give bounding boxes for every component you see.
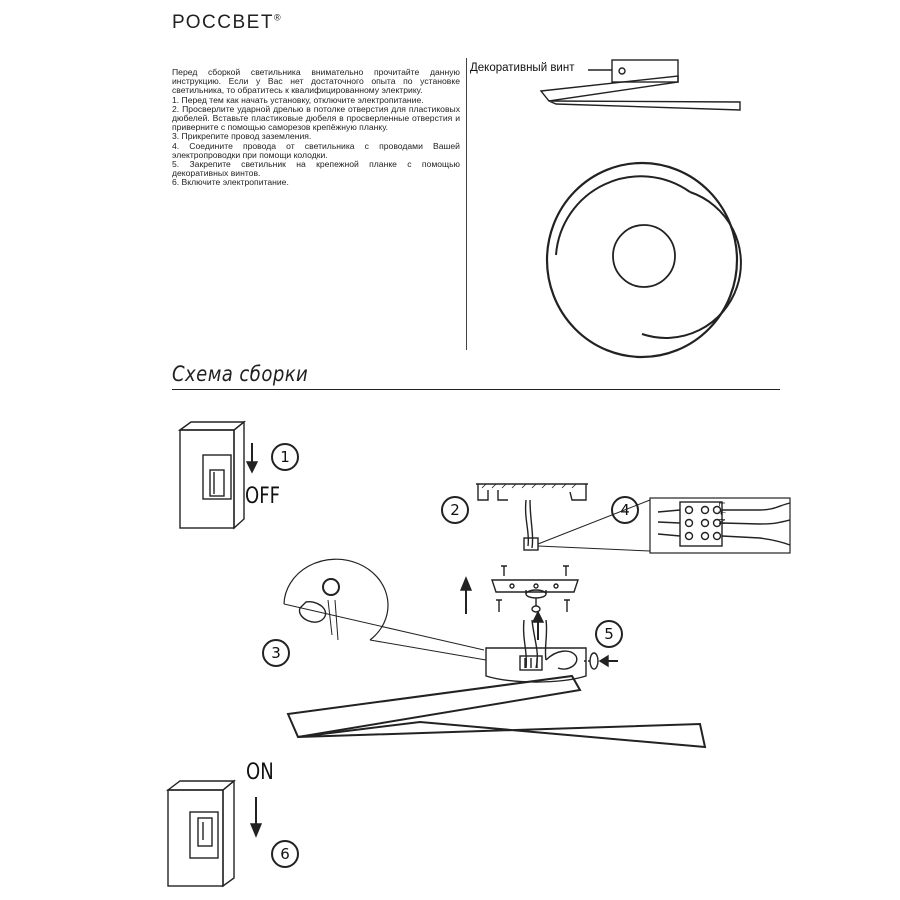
- step-number-1: 1: [271, 443, 299, 471]
- step-number-6: 6: [271, 840, 299, 868]
- lamp-side-view-drawing: [539, 59, 741, 111]
- step-number-2: 2: [441, 496, 469, 524]
- brand-name: РОССВЕТ: [172, 12, 274, 33]
- instruction-step-3: 3. Прикрепите провод заземления.: [172, 131, 312, 142]
- lamp-canopy-drawing: [485, 619, 587, 683]
- brand-logo: РОССВЕТ®: [172, 12, 281, 34]
- registered-mark: ®: [273, 12, 281, 23]
- arrow-left-screw-icon: [598, 654, 618, 668]
- instruction-step-5: 5. Закрепите светильник на крепежной пла…: [172, 159, 460, 179]
- lamp-front-view-drawing: [545, 161, 742, 359]
- terminal-block-callout: [537, 497, 791, 554]
- terminal-labels: L ⏚ N: [715, 502, 728, 524]
- ground-screw-callout: [283, 558, 487, 661]
- mounting-plate-drawing: [491, 565, 579, 613]
- lamp-bar-drawing: [286, 674, 707, 749]
- arrow-up-left-icon: [459, 576, 473, 614]
- instructions-block: Перед сборкой светильника внимательно пр…: [172, 67, 460, 188]
- step-number-5: 5: [595, 620, 623, 648]
- column-divider: [466, 58, 467, 350]
- off-label: OFF: [245, 484, 280, 509]
- wall-switch-off-drawing: [177, 420, 246, 530]
- instructions-intro: Перед сборкой светильника внимательно пр…: [172, 67, 460, 96]
- assembly-section-title: Схема сборки: [172, 362, 309, 386]
- instruction-step-2: 2. Просверлите ударной дрелью в потолке …: [172, 103, 460, 133]
- arrow-down-off-icon: [245, 443, 259, 474]
- arrow-up-center-icon: [531, 610, 545, 640]
- decorative-screw-label: Декоративный винт: [470, 62, 575, 74]
- step-number-3: 3: [262, 639, 290, 667]
- decorative-screw-drawing: [584, 652, 599, 670]
- section-underline: [172, 389, 780, 390]
- instruction-step-4: 4. Соедините провода от светильника с пр…: [172, 140, 460, 160]
- terminal-label-ground: ⏚: [717, 508, 726, 517]
- wall-switch-on-drawing: [165, 779, 236, 888]
- on-label: ON: [246, 760, 274, 785]
- ceiling-drawing: [476, 483, 588, 551]
- arrow-down-on-icon: [249, 797, 263, 838]
- instruction-step-1: 1. Перед тем как начать установку, отклю…: [172, 94, 424, 105]
- terminal-label-n: N: [717, 518, 726, 525]
- instruction-step-6: 6. Включите электропитание.: [172, 177, 289, 188]
- terminal-label-l: L: [717, 502, 726, 507]
